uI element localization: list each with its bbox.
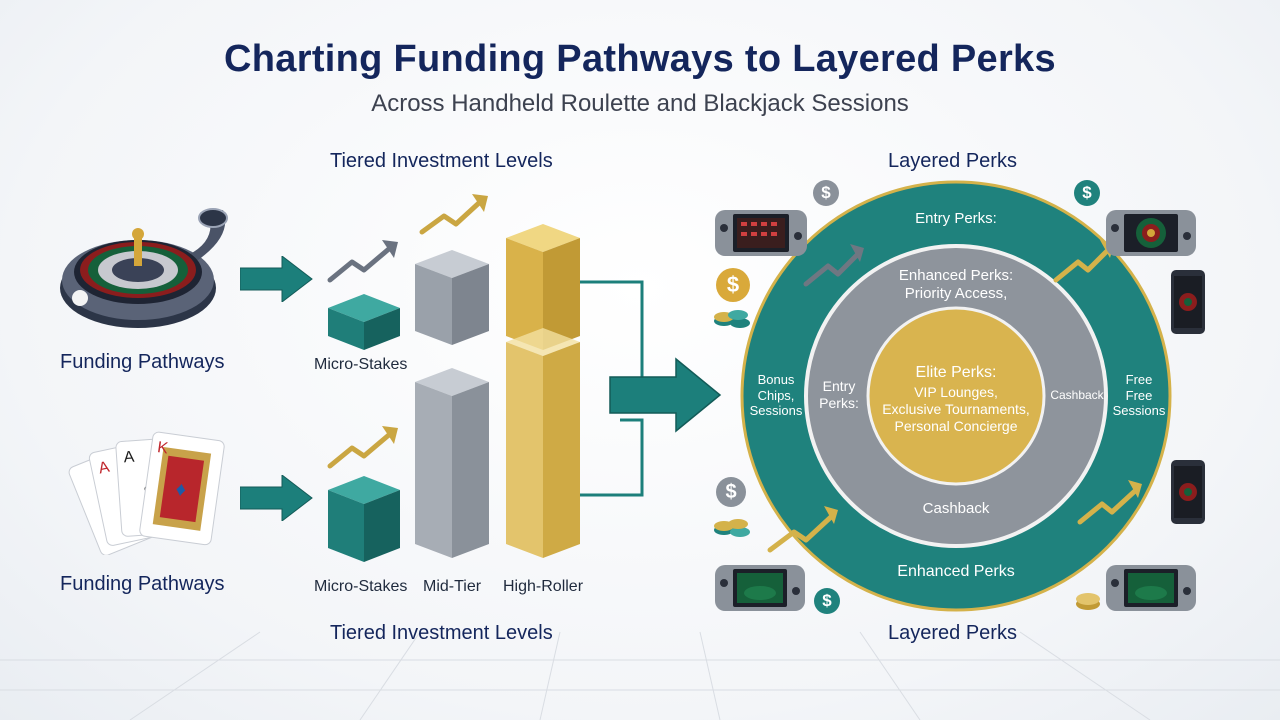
mid-tier-bar-top — [415, 250, 489, 345]
svg-text:A: A — [123, 449, 135, 467]
tier-to-perks-arrow — [609, 357, 722, 433]
page-subtitle: Across Handheld Roulette and Blackjack S… — [371, 90, 909, 117]
middle-ring-bottom-text: Cashback — [922, 500, 990, 517]
inner-ring-title: Elite Perks: — [915, 364, 997, 381]
handheld-console-icon — [1106, 210, 1196, 256]
smartphone-icon — [1171, 270, 1205, 334]
middle-ring-right-text: Cashback — [1050, 388, 1104, 402]
tier-label-micro-top: Micro-Stakes — [314, 356, 408, 373]
mid-tier-bar-bottom — [415, 368, 489, 558]
casino-chips-icon — [714, 519, 750, 537]
outer-ring-bottom-text: Enhanced Perks — [897, 563, 1015, 580]
perks-rings — [740, 180, 1172, 612]
funding-label-top: Funding Pathways — [60, 351, 225, 373]
inner-ring-body: VIP Lounges, Exclusive Tournaments, Pers… — [882, 384, 1030, 434]
tier-label-micro-bottom: Micro-Stakes — [314, 578, 408, 595]
casino-chips-icon — [1076, 593, 1100, 610]
middle-ring-left-text: Entry Perks: — [819, 378, 859, 411]
middle-ring-top-text: Enhanced Perks: Priority Access, — [898, 267, 1014, 302]
smartphone-icon — [1171, 460, 1205, 524]
tier-bars — [327, 194, 644, 562]
tiers-heading-top: Tiered Investment Levels — [330, 150, 553, 172]
high-roller-bar-bottom — [506, 328, 580, 558]
dollar-coin-icon: $ — [716, 268, 750, 302]
micro-cube-top — [328, 294, 400, 350]
casino-chips-icon — [714, 310, 750, 328]
funding-label-bottom: Funding Pathways — [60, 573, 225, 595]
svg-text:♦: ♦ — [174, 478, 187, 501]
svg-text:K: K — [156, 439, 169, 457]
handheld-console-icon — [715, 210, 807, 256]
tier-label-mid: Mid-Tier — [423, 578, 482, 595]
funding-arrow-top — [240, 256, 313, 302]
micro-cube-bottom — [328, 476, 400, 562]
dollar-coin-icon: $ — [1074, 180, 1100, 206]
handheld-console-icon — [715, 565, 805, 611]
dollar-coin-icon: $ — [813, 180, 839, 206]
svg-text:A: A — [97, 459, 111, 478]
roulette-device-icon — [60, 208, 228, 328]
dollar-coin-icon: $ — [814, 588, 840, 614]
handheld-console-icon — [1106, 565, 1196, 611]
outer-ring-left-text: Bonus Chips, Sessions — [749, 372, 803, 419]
outer-ring-top-text: Entry Perks: — [915, 210, 997, 227]
perks-heading-top: Layered Perks — [888, 150, 1017, 172]
playing-cards-icon: A A♠ K ♦ — [68, 431, 225, 555]
page-title: Charting Funding Pathways to Layered Per… — [224, 38, 1056, 80]
dollar-coin-icon: $ — [716, 477, 746, 507]
funding-arrow-bottom — [240, 475, 313, 521]
tier-label-high: High-Roller — [503, 578, 584, 595]
high-roller-bar-top — [506, 224, 580, 350]
tiers-heading-bottom: Tiered Investment Levels — [330, 622, 553, 644]
perks-heading-bottom: Layered Perks — [888, 622, 1017, 644]
outer-ring-right-text: Free Free Sessions — [1112, 372, 1166, 419]
